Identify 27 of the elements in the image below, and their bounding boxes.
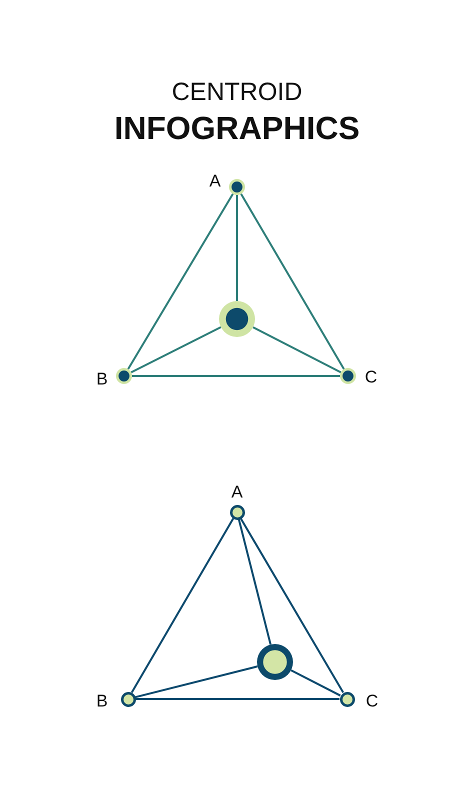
vertex-point bbox=[229, 179, 245, 195]
vertex-label: B bbox=[96, 370, 108, 388]
line-segment bbox=[240, 518, 344, 694]
line-segment bbox=[127, 193, 234, 370]
title: CENTROID INFOGRAPHICS bbox=[113, 77, 361, 147]
vertex-point bbox=[120, 692, 136, 706]
vertex-label: C bbox=[364, 368, 378, 386]
line-segment bbox=[136, 698, 340, 700]
vertex-point bbox=[116, 368, 132, 384]
line-segment bbox=[130, 326, 222, 374]
vertex-point bbox=[230, 504, 244, 520]
line-segment bbox=[130, 518, 234, 694]
line-segment bbox=[240, 193, 345, 370]
vertex-label: B bbox=[96, 692, 108, 710]
line-segment bbox=[236, 195, 238, 301]
vertex-label: A bbox=[231, 482, 243, 502]
line-segment bbox=[252, 326, 342, 374]
centroid-point bbox=[219, 301, 255, 337]
vertex-label: C bbox=[366, 692, 378, 710]
line-segment bbox=[238, 519, 272, 645]
vertex-point bbox=[340, 368, 356, 384]
line-segment bbox=[290, 669, 341, 696]
line-segment bbox=[132, 375, 340, 377]
vertex-point bbox=[340, 692, 354, 706]
vertex-label: A bbox=[209, 172, 221, 190]
line-segment bbox=[135, 665, 258, 698]
centroid-point bbox=[257, 644, 293, 680]
